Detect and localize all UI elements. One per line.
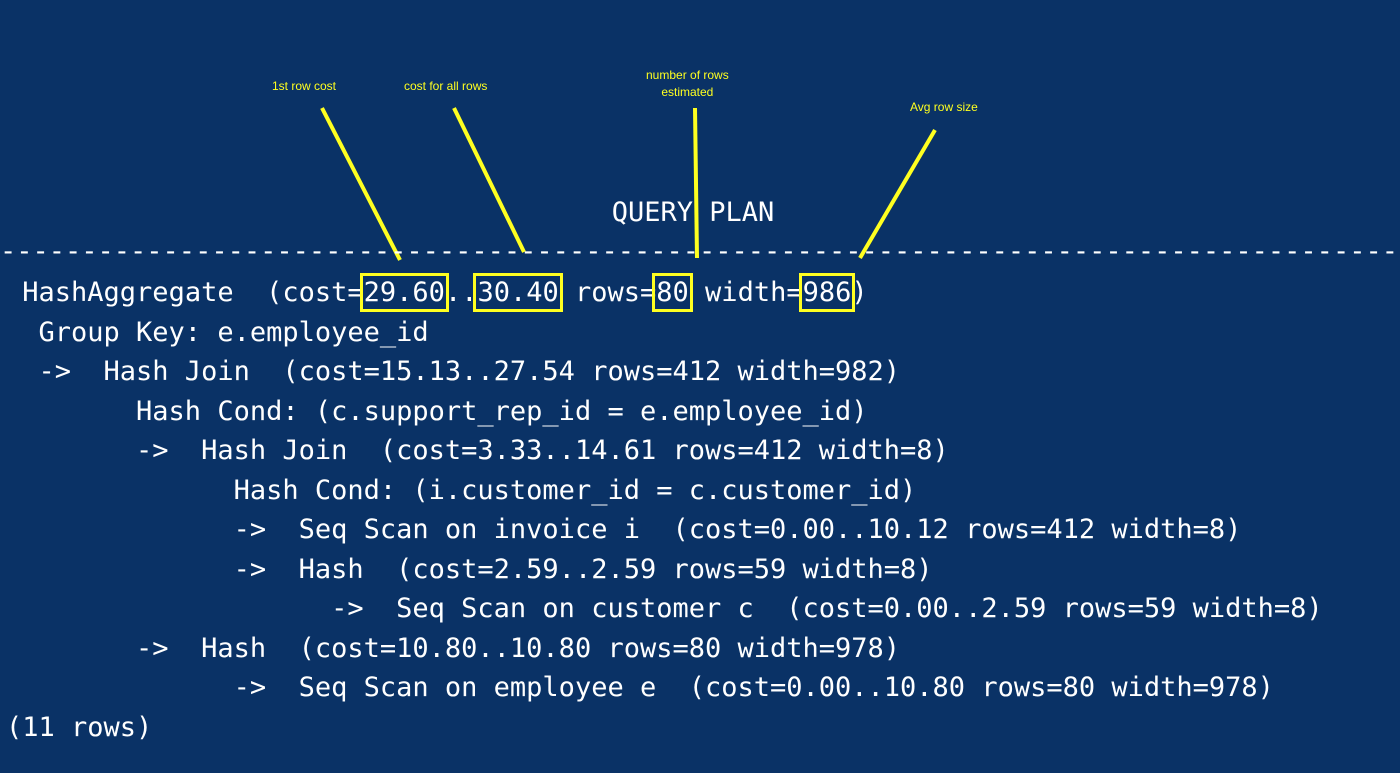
plan-line-seq-scan-employee: -> Seq Scan on employee e (cost=0.00..10… — [6, 672, 1274, 703]
leader-first-row-cost — [320, 107, 402, 261]
root-range-sep: .. — [444, 277, 478, 308]
plan-line-seq-scan-customer: -> Seq Scan on customer c (cost=0.00..2.… — [6, 593, 1323, 624]
total-cost-value: 30.40 — [473, 273, 563, 312]
plan-line-group-key: Group Key: e.employee_id — [6, 317, 429, 348]
root-rows-prefix: rows= — [558, 277, 657, 308]
plan-line-hash-customer: -> Hash (cost=2.59..2.59 rows=59 width=8… — [6, 554, 933, 585]
plan-root-line: HashAggregate (cost=29.60..30.40 rows=80… — [6, 273, 868, 312]
root-node-name: HashAggregate — [22, 277, 234, 308]
plan-line-hash-join-outer: -> Hash Join (cost=15.13..27.54 rows=412… — [6, 356, 901, 387]
annotation-rows-estimated: number of rows estimated — [646, 67, 729, 101]
plan-line-seq-scan-invoice: -> Seq Scan on invoice i (cost=0.00..10.… — [6, 514, 1242, 545]
annotation-cost-all-rows: cost for all rows — [404, 79, 488, 93]
plan-line-hash-employee: -> Hash (cost=10.80..10.80 rows=80 width… — [6, 633, 901, 664]
leader-cost-all-rows — [452, 107, 526, 253]
query-plan-separator: ----------------------------------------… — [0, 242, 1400, 262]
leader-avg-row-size — [858, 128, 937, 260]
row-count-footer: (11 rows) — [6, 712, 153, 743]
annotation-rows-estimated-line2: estimated — [661, 85, 714, 99]
startup-cost-value: 29.60 — [359, 273, 449, 312]
root-cost-prefix: (cost= — [266, 277, 364, 308]
annotation-rows-estimated-line1: number of rows — [646, 68, 729, 82]
plan-line-hash-cond-outer: Hash Cond: (c.support_rep_id = e.employe… — [6, 396, 868, 427]
plan-line-hash-join-inner: -> Hash Join (cost=3.33..14.61 rows=412 … — [6, 435, 949, 466]
root-width-prefix: width= — [688, 277, 803, 308]
query-plan-header: QUERY PLAN — [611, 197, 775, 228]
root-close-paren: ) — [851, 277, 868, 308]
annotation-avg-row-size: Avg row size — [910, 100, 978, 114]
rows-estimate-value: 80 — [652, 273, 693, 312]
width-value: 986 — [798, 273, 856, 312]
annotation-first-row-cost: 1st row cost — [272, 79, 337, 93]
plan-line-hash-cond-inner: Hash Cond: (i.customer_id = c.customer_i… — [6, 475, 917, 506]
leader-rows-estimated — [693, 107, 699, 259]
